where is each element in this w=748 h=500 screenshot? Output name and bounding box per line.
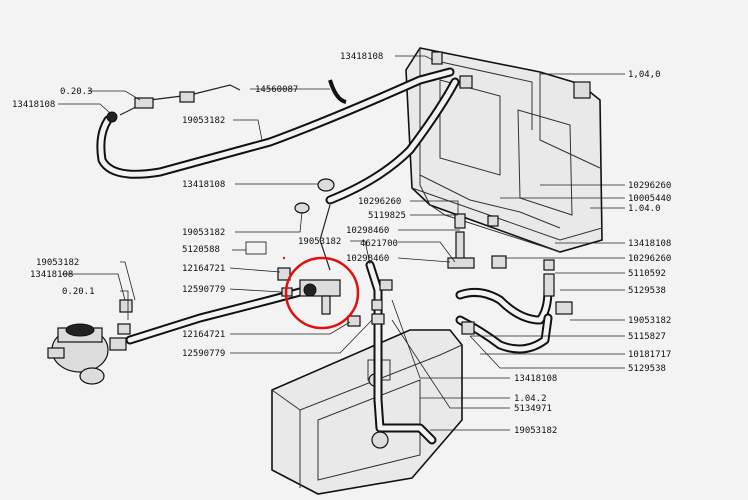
- label-10296260-a: 10296260: [628, 181, 671, 191]
- fuel-pump-icon: [47, 323, 127, 385]
- label-19053182-top: 19053182: [182, 116, 225, 126]
- label-10005440: 10005440: [628, 194, 671, 204]
- vent-fitting-icon: [431, 51, 443, 65]
- label-10296260-c: 10296260: [628, 254, 671, 264]
- label-13418108-l2: 13418108: [30, 270, 73, 280]
- label-1-04-0-top: 1,04,0: [628, 70, 661, 80]
- label-10298460-b: 10298460: [346, 254, 389, 264]
- label-19053182-c: 19053182: [182, 228, 225, 238]
- highlight-circle: [284, 256, 360, 330]
- label-12590779-a: 12590779: [182, 285, 225, 295]
- label-10181717: 10181717: [628, 350, 671, 360]
- top-fitting-icon: [459, 75, 473, 89]
- label-10298460-a: 10298460: [346, 226, 389, 236]
- leader-lines: [58, 55, 625, 431]
- label-5110592: 5110592: [628, 269, 666, 279]
- label-19053182-l: 19053182: [36, 258, 79, 268]
- fittings: [47, 79, 573, 385]
- label-5129538-a: 5129538: [628, 286, 666, 296]
- label-0-20-1: 0.20.1: [62, 287, 95, 297]
- label-13418108-top: 13418108: [340, 52, 383, 62]
- filler-cap-icon: [573, 81, 591, 99]
- label-12164721-b: 12164721: [182, 330, 225, 340]
- label-5115827: 5115827: [628, 332, 666, 342]
- label-19053182-bot: 19053182: [514, 426, 557, 436]
- label-13418108-left: 13418108: [12, 100, 55, 110]
- label-12590779-b: 12590779: [182, 349, 225, 359]
- label-10296260-b: 10296260: [358, 197, 401, 207]
- label-5129538-b: 5129538: [628, 364, 666, 374]
- lower-fuel-tank: [271, 329, 463, 495]
- label-4621700: 4621700: [360, 239, 398, 249]
- label-19053182-r: 19053182: [628, 316, 671, 326]
- label-12164721-a: 12164721: [182, 264, 225, 274]
- label-1-04-0-mid: 1.04.0: [628, 204, 661, 214]
- label-5119825: 5119825: [368, 211, 406, 221]
- part-labels: 13418108 0.20.3 13418108 14560087 190531…: [12, 52, 671, 436]
- label-1-04-2: 1.04.2: [514, 394, 547, 404]
- label-14560087: 14560087: [255, 85, 298, 95]
- drain-plug-icon: [371, 431, 389, 449]
- label-5120588: 5120588: [182, 245, 220, 255]
- label-13418108-b: 13418108: [514, 374, 557, 384]
- label-19053182-b: 19053182: [298, 237, 341, 247]
- label-5134971: 5134971: [514, 404, 552, 414]
- label-0-20-3: 0.20.3: [60, 87, 93, 97]
- label-13418108-r: 13418108: [628, 239, 671, 249]
- label-13418108-mid: 13418108: [182, 180, 225, 190]
